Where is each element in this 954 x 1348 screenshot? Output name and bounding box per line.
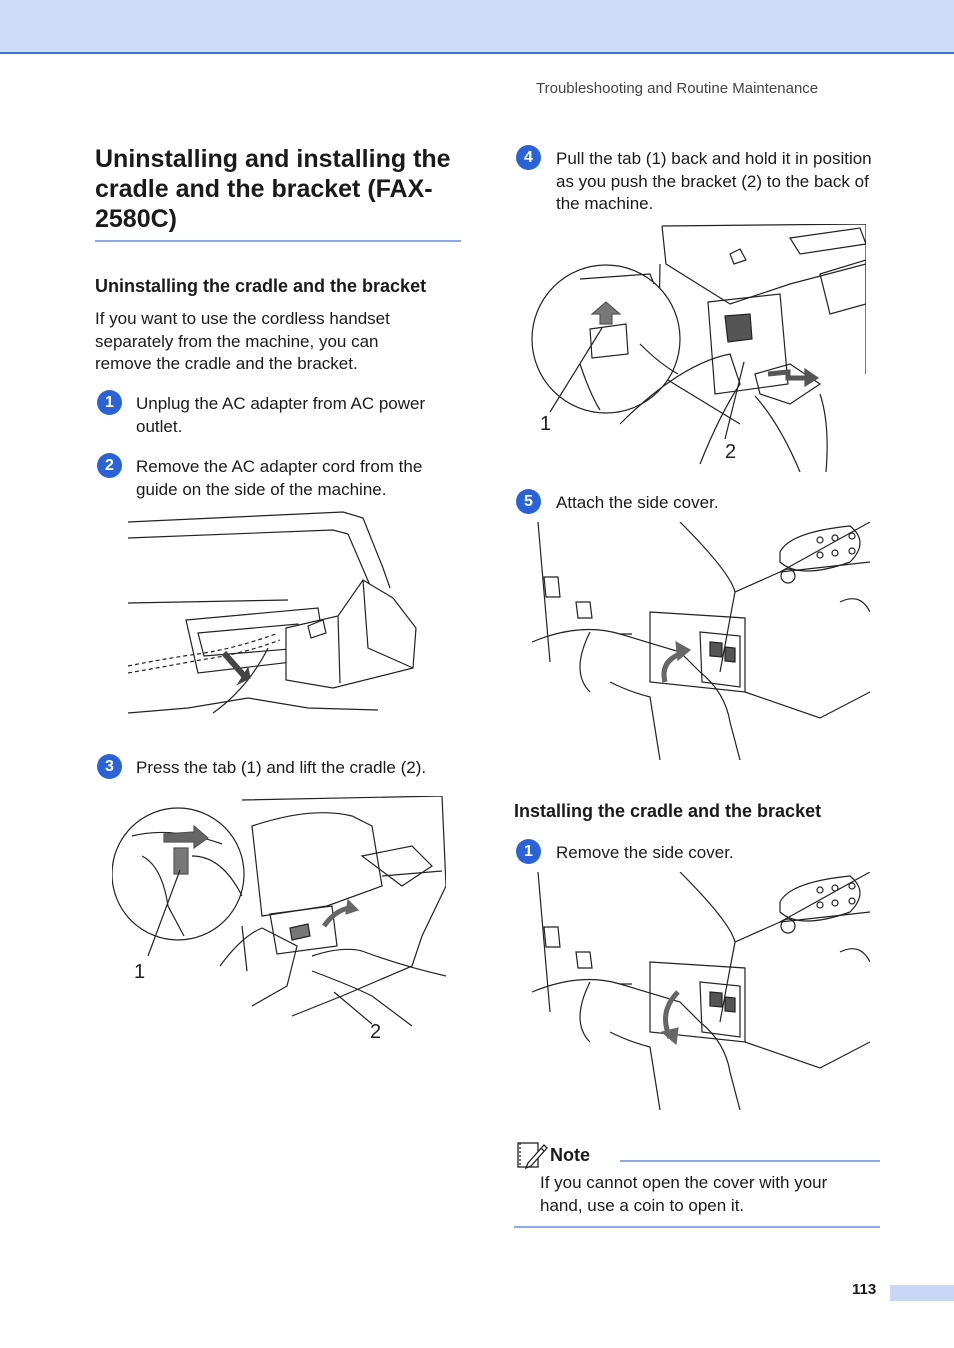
step-5-text: Attach the side cover. xyxy=(556,493,719,512)
install-step-1-text: Remove the side cover. xyxy=(556,843,734,862)
fig4-callout-2: 2 xyxy=(725,441,736,463)
note-divider-top xyxy=(620,1160,880,1162)
figure-pull-tab: 1 2 xyxy=(530,224,866,472)
header-band xyxy=(0,0,954,54)
note-divider-bottom xyxy=(514,1226,880,1228)
note-text: If you cannot open the cover with your h… xyxy=(540,1173,828,1215)
figure-press-tab: 1 2 xyxy=(112,796,446,1046)
figure-remove-side-cover xyxy=(530,872,870,1110)
fig3-callout-2: 2 xyxy=(370,1021,381,1043)
step-1-number: 1 xyxy=(97,390,122,415)
step-4-number: 4 xyxy=(516,145,541,170)
page-number: 113 xyxy=(852,1281,877,1298)
running-head: Troubleshooting and Routine Maintenance xyxy=(536,80,819,97)
figure-attach-cover xyxy=(530,522,870,760)
install-step-1-number: 1 xyxy=(516,839,541,864)
fig3-callout-1: 1 xyxy=(134,961,145,983)
step-3-text: Press the tab (1) and lift the cradle (2… xyxy=(136,758,427,777)
page-tab-marker xyxy=(890,1285,954,1301)
install-heading: Installing the cradle and the bracket xyxy=(514,801,822,821)
step-1-text: Unplug the AC adapter from AC power outl… xyxy=(136,394,426,436)
step-2-text: Remove the AC adapter cord from the guid… xyxy=(136,457,423,499)
figure-remove-cord xyxy=(128,508,420,730)
intro-paragraph: If you want to use the cordless handset … xyxy=(95,309,390,373)
step-3-number: 3 xyxy=(97,754,122,779)
step-5-number: 5 xyxy=(516,489,541,514)
page-title: Uninstalling and installing the cradle a… xyxy=(95,145,451,233)
step-4-text: Pull the tab (1) back and hold it in pos… xyxy=(556,149,872,213)
title-divider xyxy=(95,240,461,242)
fig4-callout-1: 1 xyxy=(540,413,551,435)
step-2-number: 2 xyxy=(97,453,122,478)
note-pencil-icon xyxy=(516,1139,548,1171)
note-label: Note xyxy=(550,1145,590,1165)
uninstall-heading: Uninstalling the cradle and the bracket xyxy=(95,276,427,296)
